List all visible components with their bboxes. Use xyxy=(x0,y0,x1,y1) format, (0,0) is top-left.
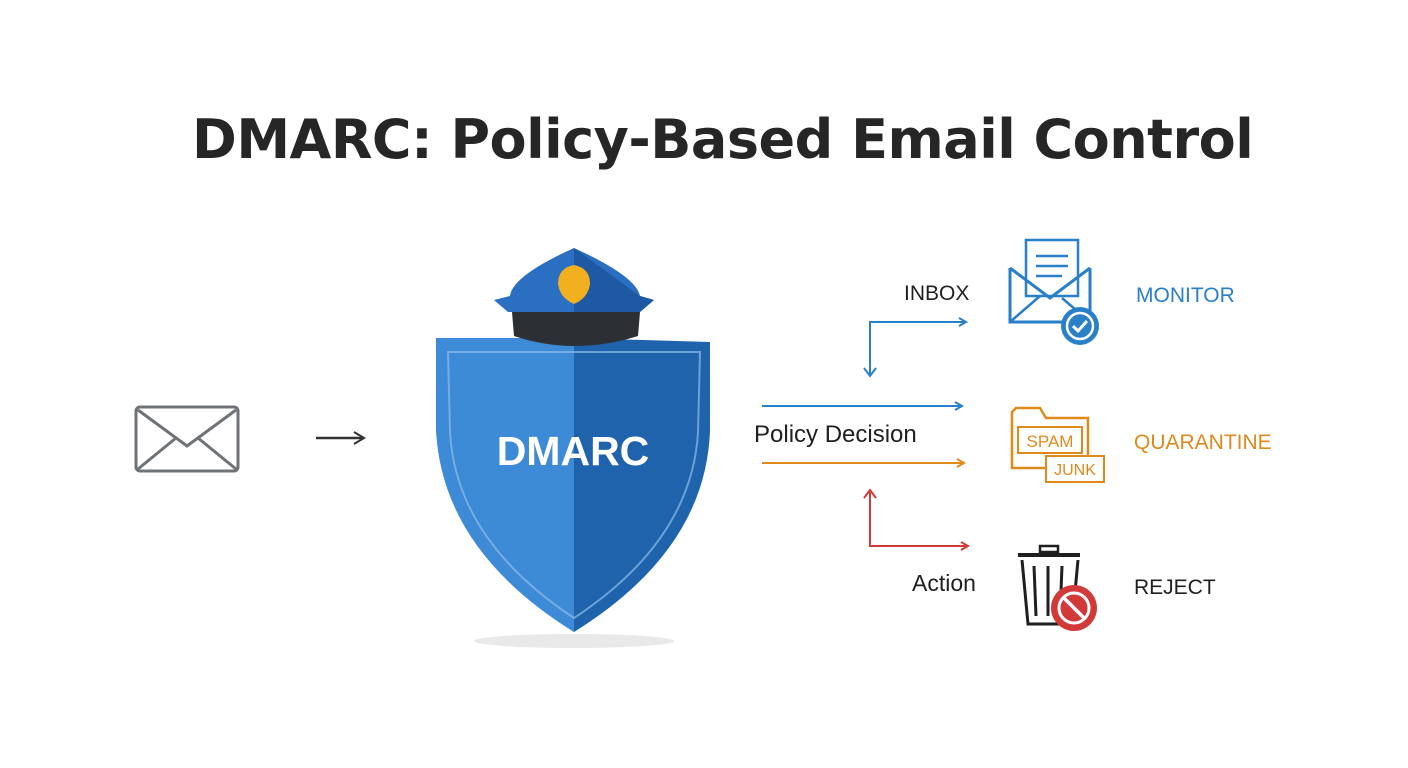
envelope-check-icon xyxy=(1008,238,1099,345)
quarantine-label: QUARANTINE xyxy=(1134,431,1272,454)
trash-blocked-icon xyxy=(1018,544,1097,631)
incoming-email-icon xyxy=(134,405,240,473)
spam-tag: SPAM xyxy=(1027,432,1074,451)
action-label: Action xyxy=(912,570,976,596)
spam-junk-folder-icon: SPAM JUNK xyxy=(1010,406,1105,483)
monitor-label: MONITOR xyxy=(1136,284,1235,307)
police-cap-icon xyxy=(494,248,654,346)
dmarc-shield-icon xyxy=(436,338,710,648)
inbox-label: INBOX xyxy=(904,282,970,305)
policy-decision-label: Policy Decision xyxy=(754,421,917,448)
page-title: DMARC: Policy-Based Email Control xyxy=(192,108,1254,171)
action-connector xyxy=(863,488,968,546)
inbox-connector xyxy=(863,322,966,378)
shield-label: DMARC xyxy=(496,428,650,474)
junk-tag: JUNK xyxy=(1054,462,1096,479)
reject-label: REJECT xyxy=(1134,576,1216,599)
